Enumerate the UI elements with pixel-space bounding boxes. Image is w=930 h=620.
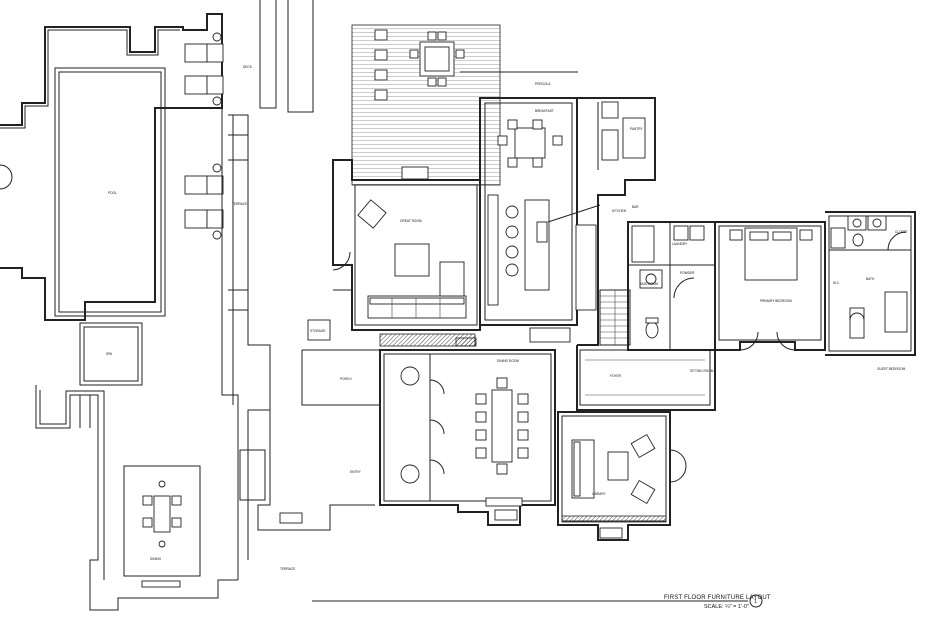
primary-bed	[729, 227, 813, 281]
storage-label: STORAGE	[310, 329, 326, 333]
bath-label: BATH	[866, 277, 875, 281]
guest-bedroom-label: GUEST BEDROOM	[877, 367, 906, 371]
pool-outline	[54, 67, 166, 317]
spa-label: SPA	[106, 352, 113, 356]
terrace-label: TERRACE	[232, 202, 247, 206]
terrace-lower-label: TERRACE	[280, 567, 295, 571]
library-label: LIBRARY	[592, 492, 606, 496]
detail-number: 1	[754, 599, 757, 605]
spa-outline	[79, 322, 143, 386]
closet-label: CLOSET	[895, 230, 908, 234]
room-labels: GREAT ROOM KITCHEN BREAKFAST PANTRY BAR …	[400, 109, 908, 496]
pergola: PERGOLA	[351, 24, 578, 186]
pantry-label: PANTRY	[630, 127, 644, 131]
detail-number-circle	[749, 594, 763, 608]
library-furniture	[561, 433, 687, 523]
laundry-label: LAUNDRY	[672, 242, 688, 246]
pool-area: POOL SPA DECK TERRACE	[0, 0, 314, 611]
sheet-title: FIRST FLOOR FURNITURE LAYOUT	[664, 595, 771, 601]
wc-label: W.C.	[833, 281, 840, 285]
main-house-walls	[332, 97, 916, 541]
foyer-label: FOYER	[610, 374, 622, 378]
powder-label: POWDER	[680, 271, 695, 275]
dining-terrace-label: DINING	[150, 557, 162, 561]
pool-lounge-chairs	[184, 32, 224, 240]
sitting-room-label: SITTING ROOM	[690, 369, 714, 373]
pergola-label: PERGOLA	[535, 82, 551, 86]
entry-label: ENTRY	[350, 470, 362, 474]
kitchen-furniture	[487, 119, 601, 343]
bar-label: BAR	[632, 205, 639, 209]
primary-bedroom-label: PRIMARY BEDROOM	[760, 299, 792, 303]
stair	[599, 289, 631, 346]
dining-room-label: DINING ROOM	[497, 359, 519, 363]
dining-room-furniture	[400, 337, 529, 507]
breakfast-label: BREAKFAST	[535, 109, 554, 113]
deck-label: DECK	[243, 65, 253, 69]
title-block: FIRST FLOOR FURNITURE LAYOUT SCALE: ¼" =…	[312, 594, 771, 610]
outer-elements: PORCH ENTRY TERRACE STORAGE	[239, 329, 623, 571]
great-room-furniture	[307, 166, 476, 347]
sheet-scale: SCALE: ¼" = 1'-0"	[704, 604, 749, 610]
great-room-label: GREAT ROOM	[400, 219, 422, 223]
pool-label: POOL	[108, 191, 117, 195]
mudroom-label: MUD ROOM	[640, 282, 658, 286]
outdoor-dining-pad	[123, 465, 201, 577]
kitchen-label: KITCHEN	[612, 209, 627, 213]
porch-label: PORCH	[340, 377, 352, 381]
